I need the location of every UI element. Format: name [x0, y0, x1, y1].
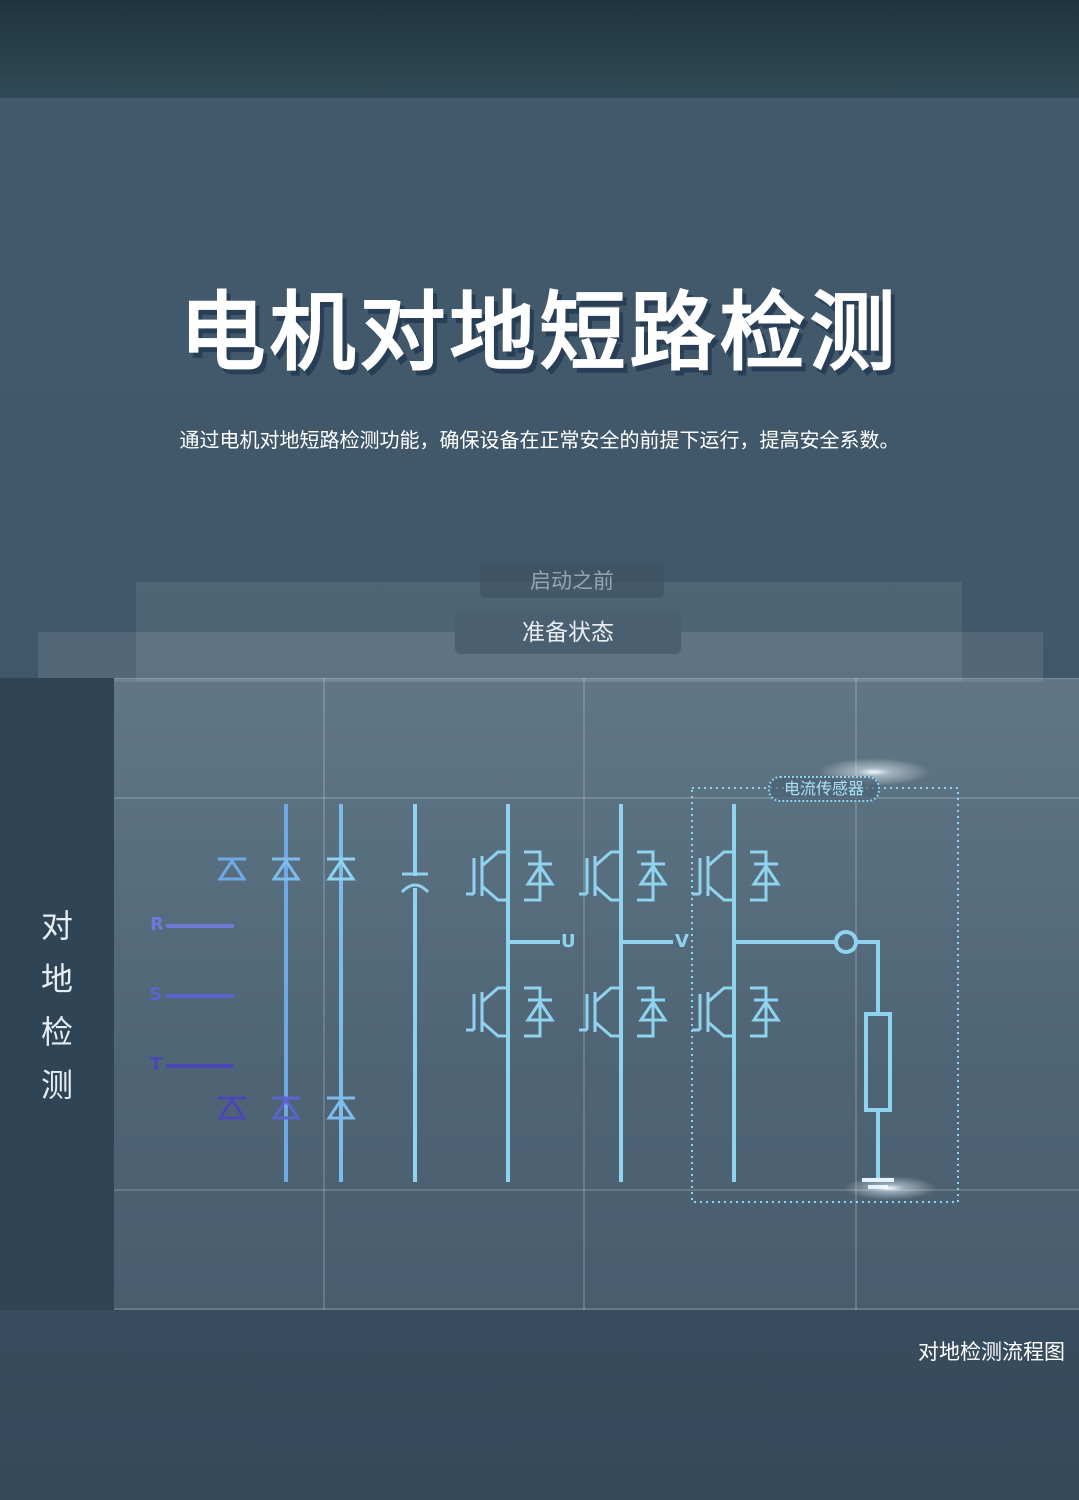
tab-before-start[interactable]: 启动之前 — [480, 564, 664, 598]
capacitor-icon — [400, 872, 430, 894]
page-title: 电机对地短路检测 — [179, 283, 900, 383]
current-sensor-label: 电流传感器 — [768, 776, 880, 802]
output-terminal-v: V — [675, 931, 689, 952]
diode-icon — [271, 857, 301, 881]
diode-icon — [326, 857, 356, 881]
circuit-wires — [166, 804, 880, 1182]
output-terminal-icon — [834, 930, 858, 954]
page-subtitle: 通过电机对地短路检测功能，确保设备在正常安全的前提下运行，提高安全系数。 — [179, 428, 900, 452]
rectifier-diodes — [217, 857, 356, 1120]
glow-highlight — [844, 1176, 936, 1200]
input-terminal-s: S — [149, 984, 162, 1005]
current-sensor-box — [691, 787, 959, 1203]
tab-ready-state[interactable]: 准备状态 — [455, 612, 681, 654]
diagram-caption: 对地检测流程图 — [918, 1340, 1065, 1364]
igbt-icon — [466, 850, 555, 902]
top-banner-background — [0, 0, 1079, 98]
circuit-diagram — [114, 678, 1079, 1310]
igbt-icon — [692, 850, 781, 902]
side-vertical-label: 对 地 检 测 — [34, 900, 80, 1112]
resistor-icon — [864, 1012, 892, 1112]
side-label-char: 检 — [40, 1013, 73, 1051]
main-background — [0, 98, 1079, 1500]
igbt-icon — [692, 986, 781, 1038]
output-terminal-u: U — [561, 931, 576, 952]
side-label-char: 地 — [40, 960, 73, 998]
input-terminal-r: R — [150, 914, 164, 935]
diode-icon — [217, 857, 247, 881]
input-terminal-t: T — [150, 1054, 163, 1075]
side-label-char: 测 — [40, 1066, 73, 1104]
igbt-icon — [466, 986, 555, 1038]
igbt-switches — [466, 850, 781, 1038]
side-panel — [0, 678, 114, 1310]
diode-icon — [271, 1096, 301, 1120]
igbt-icon — [579, 850, 668, 902]
diode-icon — [326, 1096, 356, 1120]
igbt-icon — [579, 986, 668, 1038]
side-label-char: 对 — [40, 907, 73, 945]
diode-icon — [217, 1096, 247, 1120]
